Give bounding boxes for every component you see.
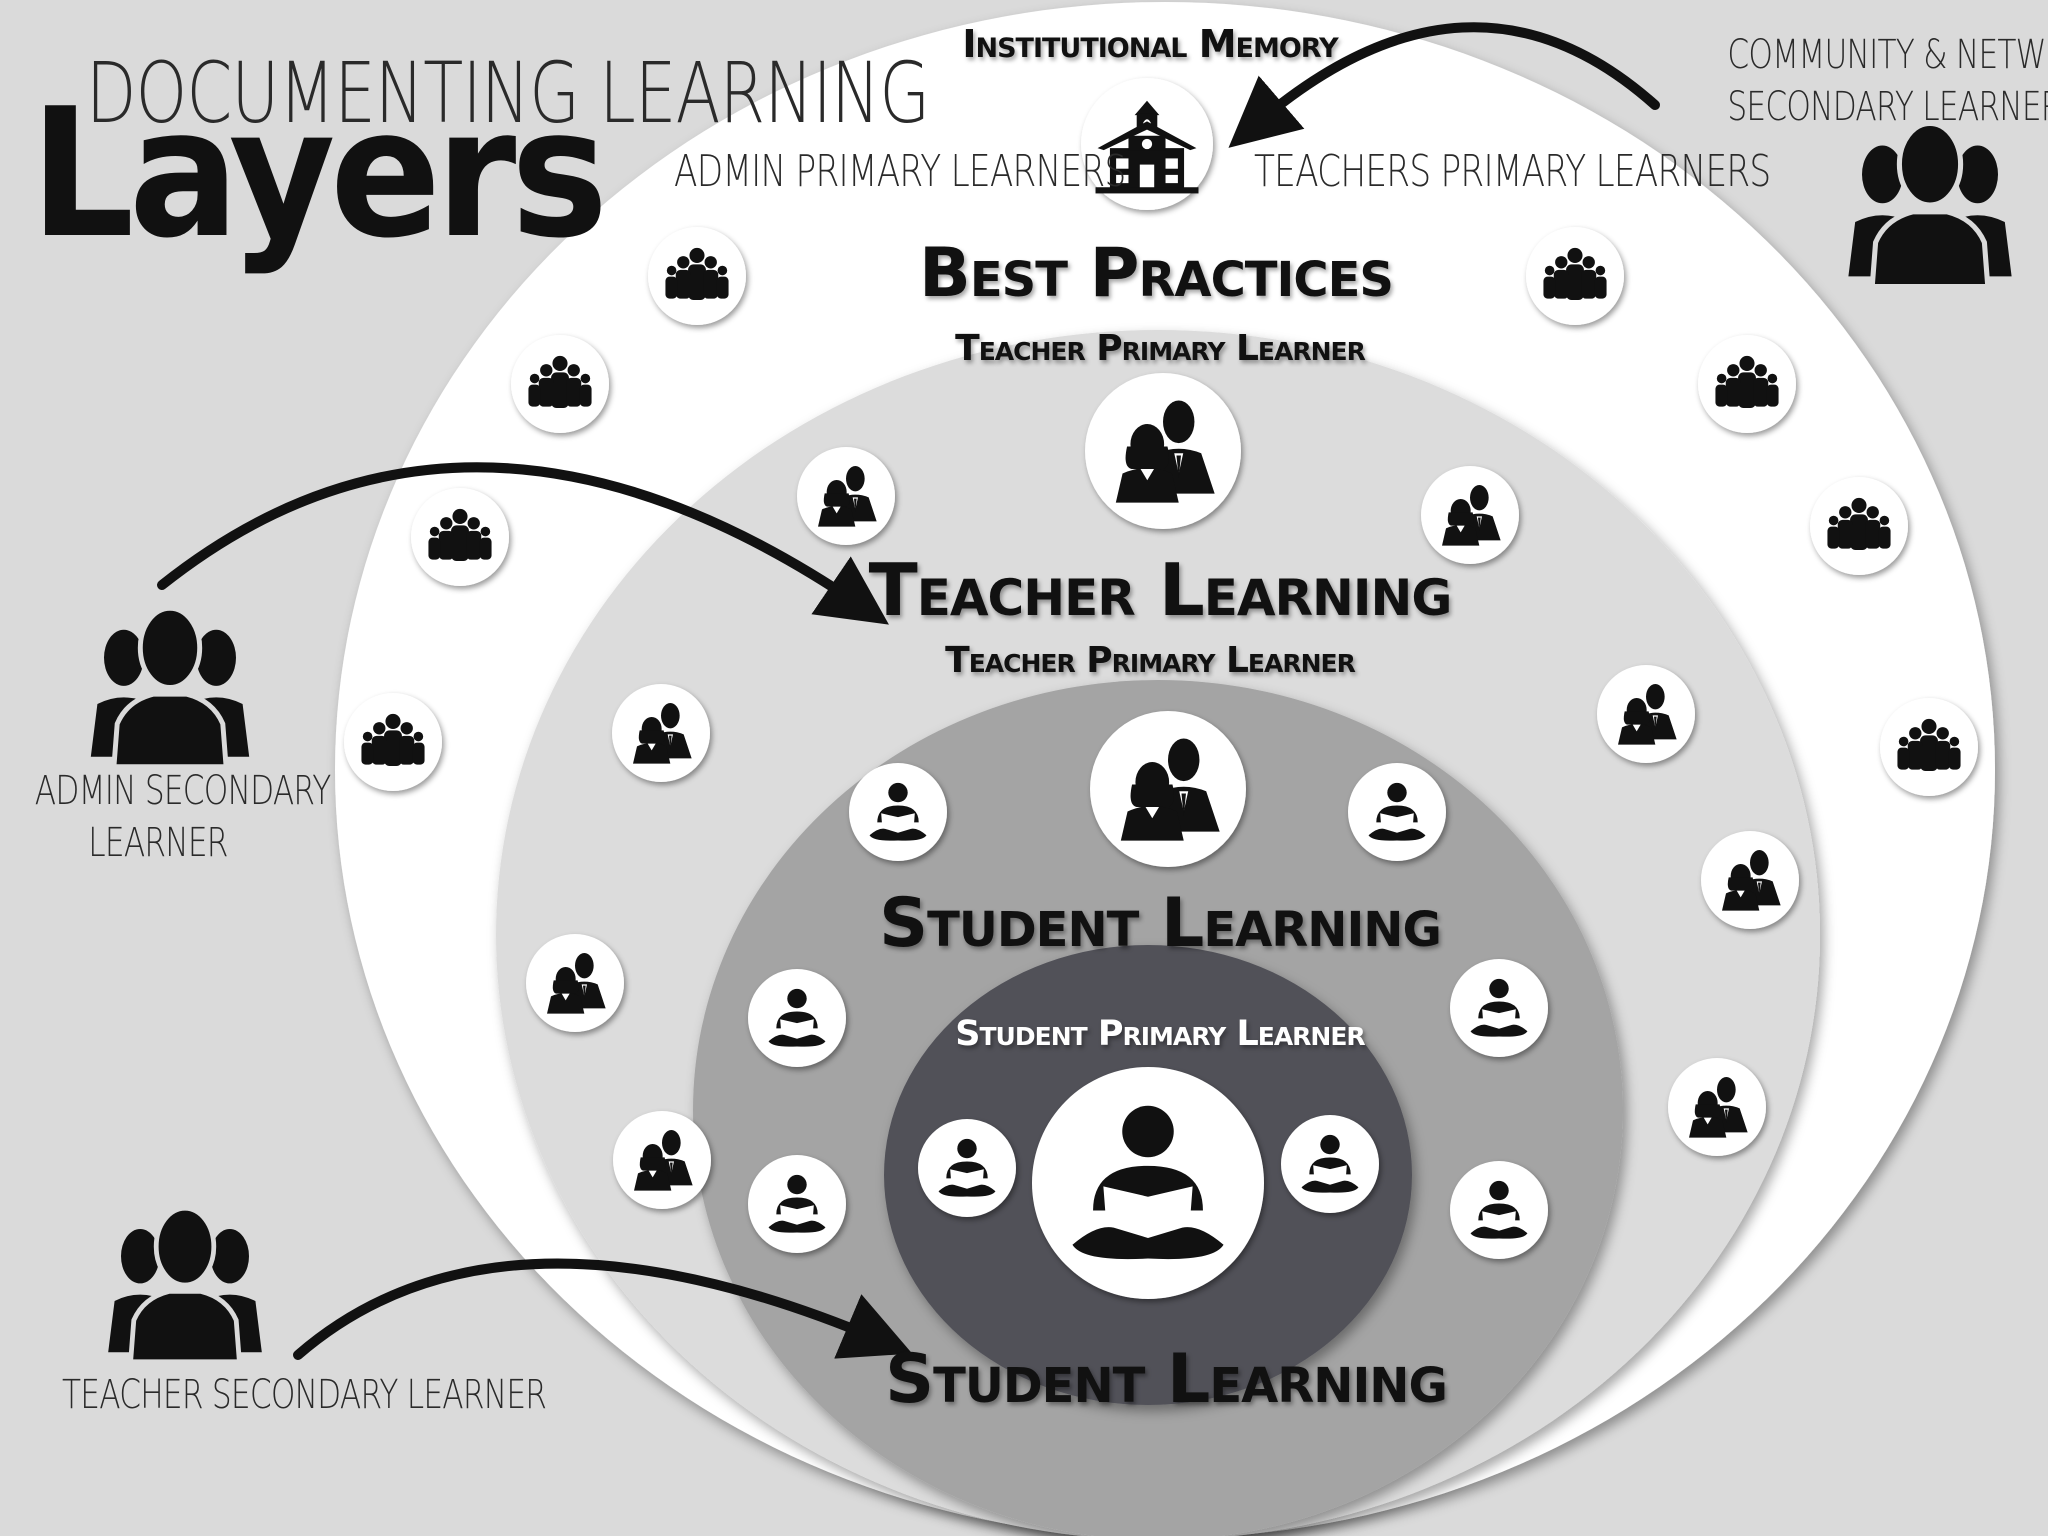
title-line-1: DOCUMENTING LEARNING: [86, 44, 930, 142]
label-student-learning-1: Student Learning: [879, 884, 1442, 963]
label-admin-primary: ADMIN PRIMARY LEARNERS: [674, 146, 1126, 197]
label-teacher-learning: Teacher Learning: [868, 548, 1453, 632]
admin-arrow: [157, 462, 889, 625]
label-community-1: COMMUNITY & NETWORK: [1727, 32, 2048, 78]
label-teacher-secondary: TEACHER SECONDARY LEARNER: [62, 1372, 547, 1418]
community-arrow: [1228, 22, 1660, 148]
teacher-arrow: [293, 1258, 913, 1360]
label-teacher-primary-2: Teacher Primary Learner: [945, 640, 1356, 681]
community-secondary-icon: [1848, 123, 2011, 286]
teacher-secondary-icon: [108, 1208, 262, 1362]
label-admin-secondary-1: ADMIN SECONDARY: [34, 768, 332, 814]
label-student-learning-2: Student Learning: [885, 1340, 1448, 1419]
label-student-primary: Student Primary Learner: [955, 1014, 1365, 1054]
admin-secondary-icon: [91, 608, 249, 766]
label-teacher-primary-1: Teacher Primary Learner: [955, 328, 1366, 369]
label-institutional-memory: Institutional Memory: [962, 22, 1338, 66]
title-line-2: Layers: [30, 70, 608, 277]
label-best-practices: Best Practices: [919, 234, 1394, 313]
label-teachers-primary: TEACHERS PRIMARY LEARNERS: [1254, 146, 1771, 197]
label-community-2: SECONDARY LEARNERS: [1727, 84, 2048, 130]
label-admin-secondary-2: LEARNER: [88, 820, 228, 866]
